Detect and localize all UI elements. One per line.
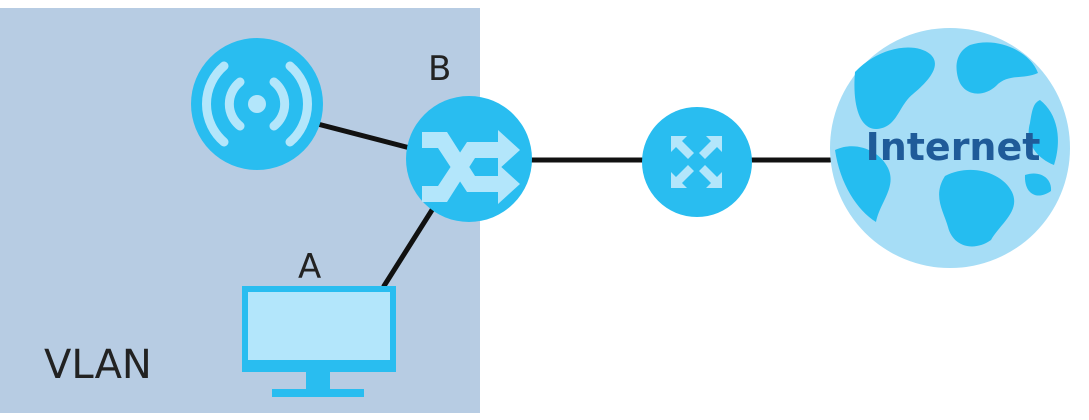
- network-links: [307, 119, 833, 289]
- signal-waves: [202, 61, 312, 147]
- signal-wave-inner-right: [269, 77, 290, 131]
- monitor-stand: [272, 389, 364, 397]
- globe-land-south: [939, 169, 1015, 247]
- switch-label: B: [428, 49, 451, 89]
- globe-land-east: [1028, 100, 1058, 165]
- globe-land-southwest: [835, 146, 891, 222]
- switch-arrow-up-right: [422, 130, 520, 202]
- router-circle: [642, 107, 752, 217]
- link-switch-computer: [381, 207, 435, 289]
- link-access-point-switch: [307, 119, 413, 151]
- signal-wave-outer-right: [285, 61, 312, 147]
- computer-label: A: [298, 247, 321, 287]
- router-icon: [642, 107, 752, 217]
- globe-land-small-island: [1024, 173, 1052, 196]
- router-arrow-inward-bottom-right: [699, 165, 722, 188]
- router-arrow-inward-top-left: [671, 136, 694, 159]
- signal-wave-outer-left: [202, 61, 229, 147]
- computer-monitor-icon: [242, 286, 396, 397]
- access-point-center-dot: [248, 95, 266, 113]
- internet-label: Internet: [866, 125, 1041, 169]
- router-arrows: [671, 136, 722, 188]
- globe-land-northwest: [854, 47, 935, 130]
- globe-icon: Internet: [830, 28, 1070, 268]
- signal-wave-inner-left: [224, 77, 245, 131]
- globe-land-northeast: [956, 42, 1038, 94]
- wireless-access-point-icon: [191, 38, 323, 170]
- router-arrow-outward-top-right: [699, 136, 722, 159]
- globe-continents: [835, 42, 1058, 247]
- switch-icon: [406, 96, 532, 222]
- monitor-screen: [248, 292, 390, 360]
- monitor-neck: [306, 372, 330, 391]
- router-arrow-outward-bottom-left: [671, 165, 694, 188]
- switch-arrows: [422, 130, 520, 204]
- vlan-label: VLAN: [44, 342, 152, 388]
- switch-arrow-down-right: [422, 132, 520, 204]
